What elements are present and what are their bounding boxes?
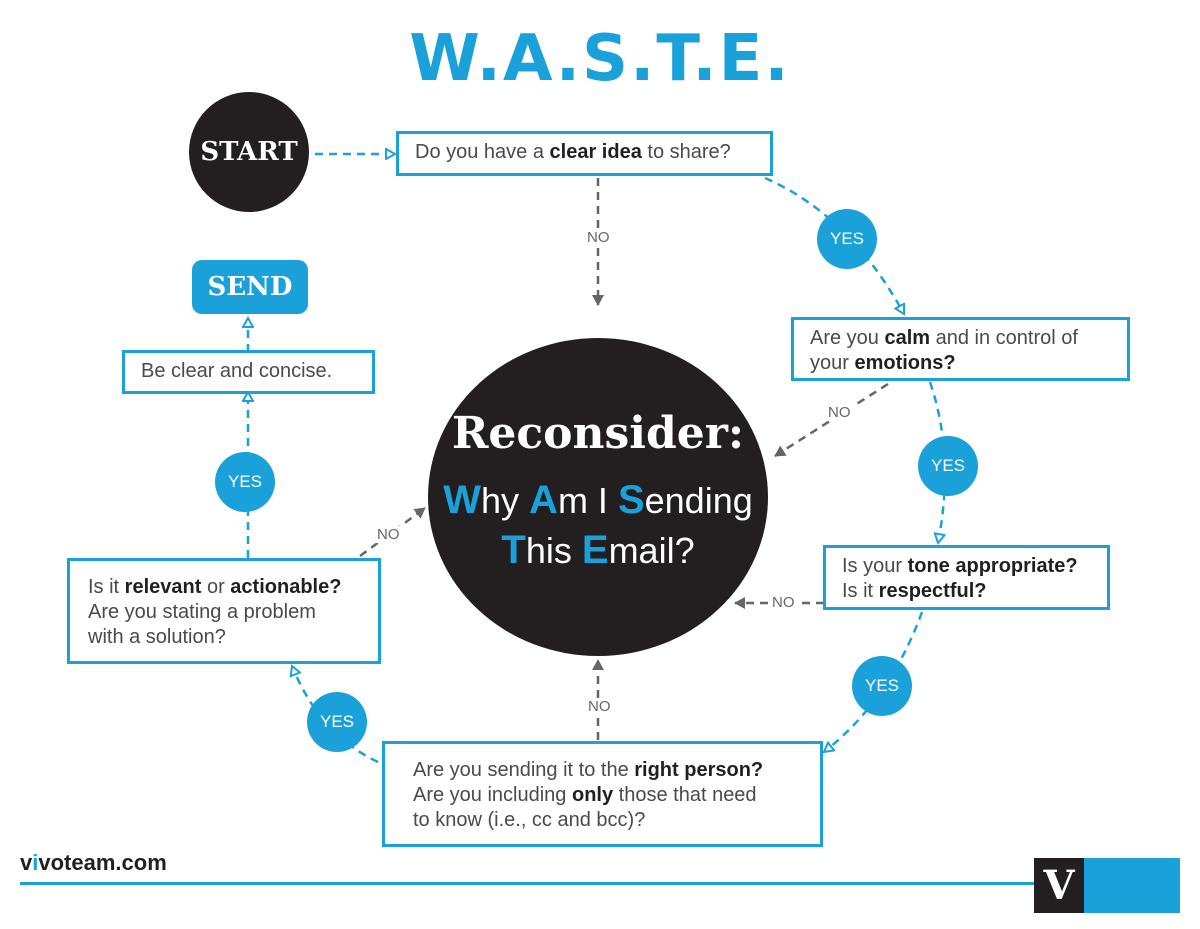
question-calm-emotions: Are you calm and in control of your emot… [791,317,1130,381]
q4-l1-bold: right person? [634,759,764,781]
letter-t: T [501,528,526,572]
q3-l1-bold: tone appropriate? [907,555,1078,577]
start-node: START [189,92,309,212]
q4-l2-post: those that need [613,784,757,806]
q3-l2-bold: respectful? [878,580,987,602]
question-clear-idea: Do you have a clear idea to share? [396,131,773,176]
no-label-q5: NO [375,526,402,543]
q5-l1-bold: relevant [124,576,202,598]
letter-w: W [443,478,482,522]
question-tone: Is your tone appropriate? Is it respectf… [823,545,1110,610]
q1-text-pre: Do you have a [415,141,550,163]
yes-badge-q2: YES [918,436,978,496]
letter-s: S [617,478,645,522]
arrow-q2-to-q3 [928,381,947,543]
logo-icon: V [1034,858,1084,913]
step-be-clear: Be clear and concise. [122,350,375,394]
q5-l1-mid: or [201,576,231,598]
q4-l2-bold: only [571,784,614,806]
footer-divider [20,882,1040,885]
q2-l1-pre: Are you [810,327,885,349]
reconsider-text: ending [644,480,753,521]
q1-text-post: to share? [641,141,731,163]
q4-l1-pre: Are you sending it to the [413,759,635,781]
q5-l1-pre: Is it [88,576,125,598]
reconsider-line-2: This Email? [428,528,768,573]
send-node: SEND [192,260,308,314]
q5-l1-bold2: actionable? [230,576,342,598]
reconsider-line-1: Why Am I Sending [428,478,768,523]
q3-l1-pre: Is your [842,555,908,577]
yes-badge-q5: YES [215,452,275,512]
q4-l2-pre: Are you including [413,784,572,806]
q2-l1-post: and in control of [930,327,1078,349]
reconsider-text: hy [481,480,530,521]
question-relevant: Is it relevant or actionable? Are you st… [67,558,381,664]
letter-e: E [581,528,609,572]
yes-badge-q3: YES [852,656,912,716]
question-right-person: Are you sending it to the right person? … [382,741,823,847]
q6-text: Be clear and concise. [141,360,333,382]
arrow-q1-to-q2 [764,176,906,314]
no-label-q3: NO [770,594,797,611]
q5-l2: Are you stating a problem [88,601,316,623]
site-rest: voteam.com [38,850,167,875]
site-url: vivoteam.com [20,850,167,876]
reconsider-text: his [525,530,582,571]
reconsider-circle: Reconsider: Why Am I Sending This Email? [428,338,768,656]
yes-badge-q1: YES [817,209,877,269]
reconsider-title: Reconsider: [451,408,745,459]
page-title: W.A.S.T.E. [409,22,791,96]
q4-l3: to know (i.e., cc and bcc)? [413,809,646,831]
q5-l3: with a solution? [88,626,226,648]
letter-a: A [529,478,558,522]
site-i: i [32,850,39,875]
q3-l2-pre: Is it [842,580,879,602]
yes-badge-q4: YES [307,692,367,752]
q1-text-bold: clear idea [549,141,642,163]
no-label-q4: NO [586,698,613,715]
no-label-q2: NO [826,404,853,421]
q2-l2-pre: your [810,352,855,374]
no-label-q1: NO [585,229,612,246]
reconsider-text: m I [557,480,618,521]
reconsider-text: mail? [608,530,695,571]
q2-l1-bold: calm [884,327,931,349]
site-v: v [20,850,33,875]
q2-l2-bold: emotions? [854,352,956,374]
